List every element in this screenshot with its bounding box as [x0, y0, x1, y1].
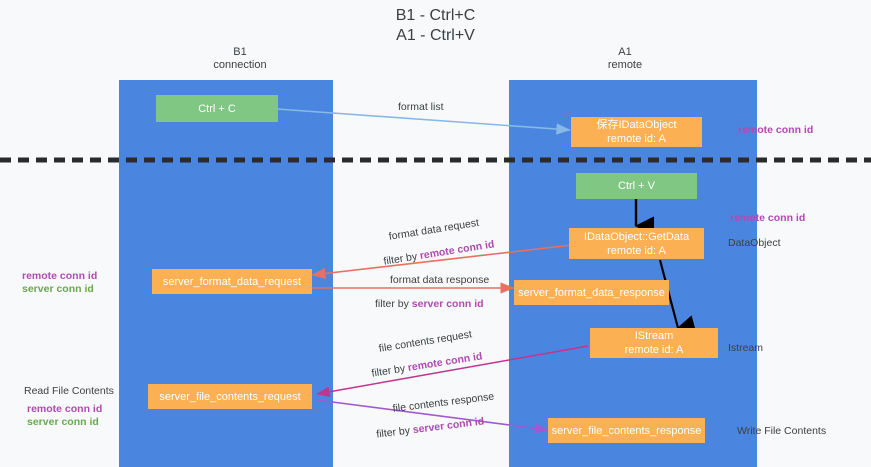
- page-title-line-2: A1 - Ctrl+V: [396, 27, 475, 44]
- filter-key-3: remote conn id: [406, 350, 484, 374]
- edge-label-file-contents-request-filter: filter by remote conn id: [371, 350, 484, 380]
- node-istream[interactable]: IStream remote id: A: [590, 328, 718, 358]
- annotation-write-file-contents: Write File Contents: [737, 425, 827, 437]
- edge-label-format-data-request-filter: filter by remote conn id: [383, 238, 496, 268]
- annotation-dataobject: DataObject: [728, 237, 781, 249]
- filter-prefix-3: filter by: [370, 362, 409, 380]
- node-server-format-data-response-label: server_format_data_response: [518, 286, 665, 299]
- column-header-a1-name: A1: [618, 46, 632, 58]
- column-header-a1-role: remote: [607, 59, 643, 71]
- column-header-a1: A1 remote: [540, 46, 710, 72]
- annotation-left-server-conn-id-bottom: server conn id: [27, 416, 99, 428]
- node-idataobject-getdata[interactable]: IDataObject::GetData remote id: A: [569, 228, 704, 259]
- annotation-left-remote-conn-id-mid: remote conn id: [22, 270, 98, 282]
- node-server-format-data-request[interactable]: server_format_data_request: [152, 269, 312, 294]
- page-title: B1 - Ctrl+C A1 - Ctrl+V: [0, 6, 871, 46]
- node-save-idataobject[interactable]: 保存IDataObject remote id: A: [571, 117, 702, 147]
- edge-label-file-contents-response: file contents response: [392, 390, 495, 415]
- edge-label-format-data-request: format data request: [388, 216, 480, 243]
- node-server-file-contents-request[interactable]: server_file_contents_request: [148, 384, 312, 409]
- node-istream-line-2: remote id: A: [624, 344, 684, 356]
- node-ctrl-c-label: Ctrl + C: [198, 102, 236, 115]
- node-server-file-contents-request-label: server_file_contents_request: [159, 390, 301, 403]
- column-header-b1-name: B1: [233, 46, 247, 58]
- annotation-left-server-conn-id-mid: server conn id: [22, 283, 94, 295]
- filter-key-4: server conn id: [412, 415, 485, 437]
- filter-key-1: remote conn id: [418, 238, 496, 262]
- node-idataobject-getdata-line-2: remote id: A: [607, 244, 666, 257]
- node-save-idataobject-line-1: 保存IDataObject: [596, 119, 677, 131]
- column-header-b1: B1 connection: [155, 46, 325, 72]
- column-header-b1-role: connection: [213, 59, 267, 71]
- node-server-format-data-response[interactable]: server_format_data_response: [514, 280, 669, 305]
- annotation-read-file-contents: Read File Contents: [24, 385, 114, 397]
- filter-prefix-2: filter by: [375, 298, 412, 310]
- edge-label-file-contents-response-filter: filter by server conn id: [376, 415, 485, 441]
- node-ctrl-c[interactable]: Ctrl + C: [156, 95, 278, 122]
- page-title-line-1: B1 - Ctrl+C: [395, 7, 476, 24]
- annotation-left-remote-conn-id-bottom: remote conn id: [27, 403, 103, 415]
- node-server-file-contents-response[interactable]: server_file_contents_response: [548, 418, 705, 443]
- node-server-format-data-request-label: server_format_data_request: [162, 275, 302, 288]
- node-ctrl-v[interactable]: Ctrl + V: [576, 173, 697, 199]
- edge-label-format-data-response-filter: filter by server conn id: [375, 298, 484, 311]
- node-ctrl-v-label: Ctrl + V: [618, 180, 655, 192]
- edge-label-format-list: format list: [398, 101, 444, 113]
- node-istream-line-1: IStream: [634, 330, 674, 342]
- edge-label-file-contents-request: file contents request: [378, 328, 473, 355]
- filter-prefix-4: filter by: [375, 424, 414, 441]
- filter-key-2: server conn id: [411, 298, 484, 310]
- node-server-file-contents-response-label: server_file_contents_response: [551, 424, 702, 437]
- annotation-remote-conn-id-top: remote conn id: [738, 124, 814, 136]
- node-idataobject-getdata-line-1: IDataObject::GetData: [583, 230, 690, 243]
- node-save-idataobject-line-2: remote id: A: [607, 133, 666, 145]
- annotation-remote-conn-id-mid: remote conn id: [730, 212, 806, 224]
- filter-prefix-1: filter by: [382, 250, 421, 268]
- edge-label-format-data-response: format data response: [390, 274, 490, 286]
- annotation-istream: Istream: [728, 342, 764, 354]
